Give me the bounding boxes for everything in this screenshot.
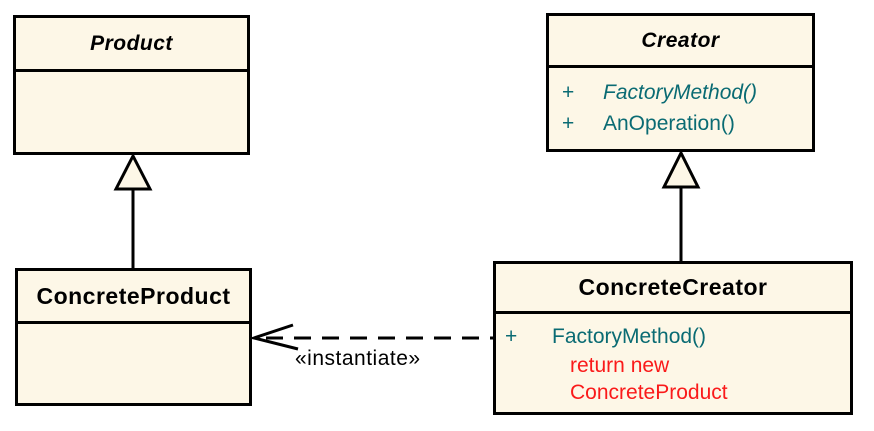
- generalization-triangle-icon: [113, 152, 153, 191]
- class-title-concrete-creator: ConcreteCreator: [496, 264, 850, 314]
- class-methods-creator: + FactoryMethod() + AnOperation(): [549, 68, 812, 139]
- method-name: FactoryMethod(): [603, 81, 758, 104]
- method-name: AnOperation(): [603, 112, 735, 135]
- generalization-triangle-icon: [661, 149, 701, 189]
- class-title-creator: Creator: [549, 16, 812, 68]
- code-note-line: ConcreteProduct: [570, 381, 728, 404]
- method-factorymethod: + FactoryMethod(): [549, 77, 812, 108]
- instantiate-label: «instantiate»: [295, 347, 421, 370]
- class-box-concrete-product: ConcreteProduct: [15, 268, 252, 406]
- visibility-plus: +: [562, 112, 575, 135]
- method-name: FactoryMethod(): [552, 325, 707, 348]
- method-factorymethod: + FactoryMethod(): [496, 322, 850, 352]
- method-anoperation: + AnOperation(): [549, 108, 812, 139]
- code-note-line: return new: [570, 354, 670, 377]
- class-title-concrete-product: ConcreteProduct: [18, 271, 249, 324]
- class-box-product: Product: [13, 15, 250, 155]
- open-arrowhead-icon: [248, 323, 299, 351]
- class-box-concrete-creator: ConcreteCreator + FactoryMethod() return…: [493, 261, 853, 415]
- class-title-product: Product: [16, 18, 247, 72]
- class-box-creator: Creator + FactoryMethod() + AnOperation(…: [546, 13, 815, 152]
- visibility-plus: +: [505, 325, 518, 348]
- visibility-plus: +: [562, 81, 575, 104]
- class-methods-concrete-creator: + FactoryMethod() return new ConcretePro…: [496, 314, 850, 406]
